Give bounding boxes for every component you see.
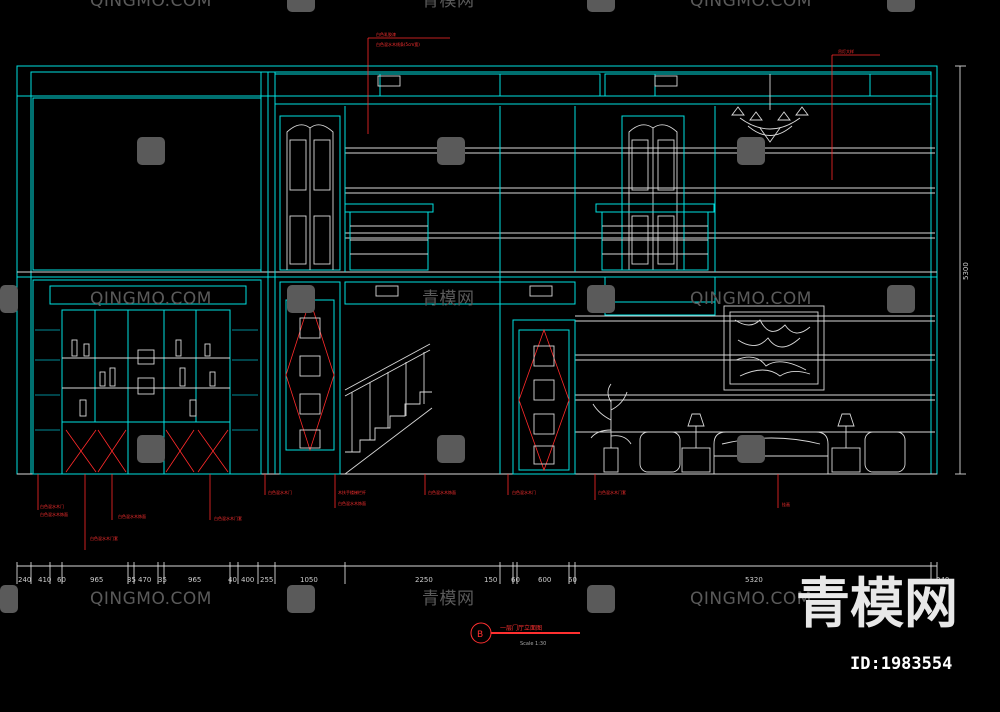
sofa-set-icon	[639, 413, 906, 474]
watermark-logo-icon	[587, 285, 615, 313]
note-door-left: 白色混水木门	[268, 489, 292, 495]
lower-door-glass-left	[279, 281, 341, 475]
dim-3: 965	[90, 576, 103, 584]
watermark-cn: 青模网	[422, 289, 475, 309]
section-marker: B	[477, 630, 483, 640]
brand-logo-text: 青模网	[796, 572, 958, 635]
dim-0: 240	[18, 576, 31, 584]
display-cabinet	[32, 279, 262, 475]
staircase	[344, 343, 433, 475]
drawing-title-block: B 一层门厅立面图 Scale 1:30	[470, 622, 580, 647]
note-cabinet-finish: 白色混水木饰面	[40, 511, 68, 517]
watermark-logo-icon	[737, 435, 765, 463]
brand-watermark: 青模网 ID:1983554	[796, 572, 958, 674]
dim-14: 60	[511, 576, 520, 584]
dim-17: 5320	[745, 576, 763, 584]
balcony-railing-left	[344, 203, 434, 271]
watermark-logo-icon	[737, 137, 765, 165]
beam-lower	[344, 281, 576, 305]
watermark-logo-icon	[437, 435, 465, 463]
dim-16: 60	[568, 576, 577, 584]
wall-panel-lines	[344, 106, 935, 474]
watermark-logo-icon	[0, 585, 18, 613]
dim-5: 470	[138, 576, 151, 584]
upper-door-left	[279, 115, 341, 271]
watermark-cn: 青模网	[422, 589, 475, 609]
watermark-logo-icon	[0, 285, 18, 313]
note-door-trim: 白色混水木门套	[598, 489, 626, 495]
watermark-cn: 青模网	[422, 0, 475, 11]
dim-13: 150	[484, 576, 497, 584]
wall-painting	[723, 305, 825, 391]
note-cabinet-trim: 白色混水木门套	[90, 535, 118, 541]
note-cabinet-door: 白色混水木门	[40, 503, 64, 509]
watermark-logo-icon	[587, 585, 615, 613]
ceiling-cornice	[274, 73, 932, 105]
dim-8: 40	[228, 576, 237, 584]
watermarks: QINGMO.COM QINGMO.COM QINGMO.COM QINGMO.…	[0, 0, 915, 613]
drawing-scale: Scale 1:30	[520, 641, 546, 647]
dim-6: 35	[158, 576, 167, 584]
dim-7: 965	[188, 576, 201, 584]
note-cabinet-finish-2: 白色混水木饰面	[118, 513, 146, 519]
note-wall-finish: 白色混水木饰面	[428, 489, 456, 495]
dim-2: 60	[57, 576, 66, 584]
note-painting: 挂画	[782, 501, 790, 507]
watermark-logo-icon	[437, 137, 465, 165]
dim-11: 1050	[300, 576, 318, 584]
watermark-logo-icon	[587, 0, 615, 12]
image-id: ID:1983554	[850, 654, 952, 674]
watermark-logo-icon	[137, 435, 165, 463]
note-stair-rail: 木扶手楼梯栏杆	[338, 489, 366, 495]
annotation-leaders	[37, 37, 880, 550]
watermark-site: QINGMO.COM	[690, 0, 812, 11]
left-upper-panel	[32, 72, 276, 474]
note-chandelier: 吊灯大样	[838, 48, 854, 54]
watermark-logo-icon	[287, 585, 315, 613]
dim-10: 255	[260, 576, 273, 584]
watermark-logo-icon	[887, 0, 915, 12]
dim-1: 410	[38, 576, 51, 584]
dim-12: 2250	[415, 576, 433, 584]
balcony-railing-right	[595, 203, 715, 271]
watermark-site: QINGMO.COM	[90, 0, 212, 11]
note-stair-finish: 白色混水木饰面	[338, 500, 366, 506]
watermark-logo-icon	[137, 137, 165, 165]
note-wood-trim: 白色混水木线条(5cm宽)	[376, 41, 420, 47]
drawing-title: 一层门厅立面图	[500, 624, 542, 632]
dim-18: 240	[936, 576, 949, 584]
dim-15: 600	[538, 576, 551, 584]
watermark-logo-icon	[287, 285, 315, 313]
dimension-line: 240 410 60 965 35 470 35 965 40 400 255 …	[16, 262, 970, 584]
watermark-site: QINGMO.COM	[90, 589, 212, 609]
watermark-site: QINGMO.COM	[690, 589, 812, 609]
watermark-logo-icon	[287, 0, 315, 12]
chandelier-icon	[731, 74, 809, 143]
note-cabinet-trim-2: 白色混水木门套	[214, 515, 242, 521]
watermark-site: QINGMO.COM	[90, 289, 212, 309]
watermark-logo-icon	[887, 285, 915, 313]
annotation-texts: 白色乳胶漆 白色混水木线条(5cm宽) 吊灯大样 白色混水木门 白色混水木饰面 …	[40, 31, 854, 541]
note-door-right: 白色混水木门	[512, 489, 536, 495]
potted-plant-icon	[590, 383, 632, 473]
dim-9: 400	[241, 576, 254, 584]
lower-door-glass-right	[512, 319, 576, 475]
height-dimension: 5300	[962, 262, 970, 280]
dim-4: 35	[127, 576, 136, 584]
watermark-site: QINGMO.COM	[690, 289, 812, 309]
note-ceiling-paint: 白色乳胶漆	[376, 31, 396, 37]
